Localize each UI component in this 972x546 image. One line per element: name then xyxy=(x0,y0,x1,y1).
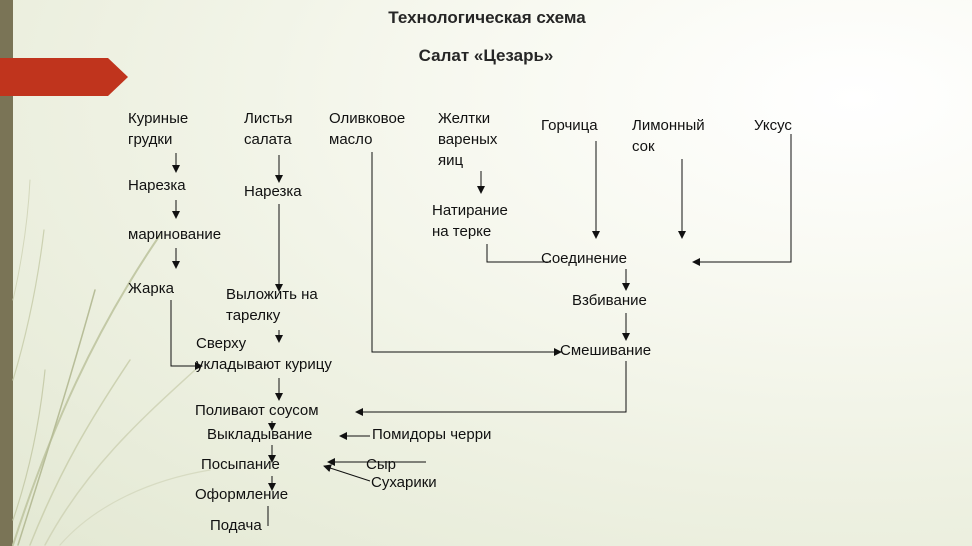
arrow-oil-mixing xyxy=(371,152,562,356)
arrow-grating-combining xyxy=(486,244,551,263)
node-vinegar: Уксус xyxy=(754,117,792,134)
node-whipping: Взбивание xyxy=(572,292,647,309)
node-cheese: Сыр xyxy=(366,456,396,473)
node-lettuce: Листья салата xyxy=(244,110,293,148)
diagram-title: Технологическая схема xyxy=(388,8,586,27)
node-slicing-lettuce: Нарезка xyxy=(244,183,302,200)
node-grating: Натирание на терке xyxy=(432,202,508,240)
node-sprinkling: Посыпание xyxy=(201,456,280,473)
red-ribbon-arrow xyxy=(0,58,128,96)
left-sidebar-bar xyxy=(0,0,13,546)
diagram-subtitle: Салат «Цезарь» xyxy=(418,46,554,65)
node-frying: Жарка xyxy=(128,280,174,297)
node-lemon-juice: Лимонный сок xyxy=(632,117,705,155)
node-croutons: Сухарики xyxy=(371,474,437,491)
node-olive-oil: Оливковое масло xyxy=(329,110,406,148)
node-plate: Выложить на тарелку xyxy=(226,286,318,324)
arrow-vinegar-combining xyxy=(692,134,792,266)
node-mixing: Смешивание xyxy=(560,342,652,359)
node-marinating: маринование xyxy=(128,226,222,243)
arrow-croutons-sprinkling xyxy=(323,464,371,482)
node-yolks: Желтки вареных яиц xyxy=(438,110,498,169)
node-pour-sauce: Поливают соусом xyxy=(195,402,319,419)
arrow-frying-topchicken xyxy=(170,300,203,370)
node-decorating: Оформление xyxy=(195,486,289,503)
node-mustard: Горчица xyxy=(541,117,598,134)
node-chicken: Куриные грудки xyxy=(128,110,189,148)
node-combining: Соединение xyxy=(541,250,627,267)
node-slicing-chicken: Нарезка xyxy=(128,177,186,194)
arrow-mixing-poursauce xyxy=(355,361,627,416)
decorative-curves xyxy=(12,179,211,546)
node-laying-out: Выкладывание xyxy=(207,426,313,443)
node-serving: Подача xyxy=(210,517,262,534)
node-tomatoes: Помидоры черри xyxy=(372,426,492,443)
node-top-chicken: Сверху укладывают курицу xyxy=(196,335,332,373)
